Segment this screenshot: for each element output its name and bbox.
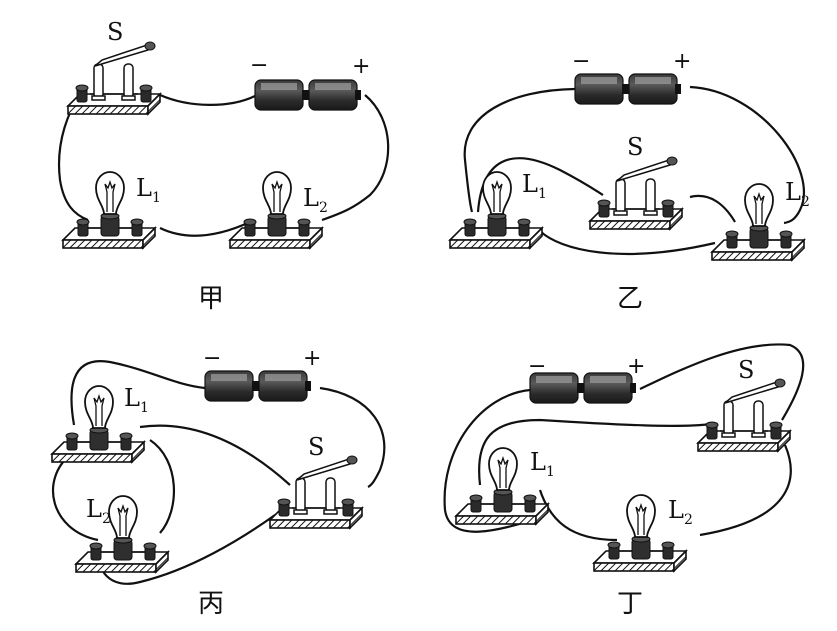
battery-plus-sign: + xyxy=(627,354,645,379)
switch-label: S xyxy=(107,18,123,46)
panel-yi: S − + L1 L2 乙 xyxy=(450,49,810,314)
lamp1-label: L1 xyxy=(522,170,547,202)
caption-jia: 甲 xyxy=(198,284,224,314)
switch-label: S xyxy=(308,433,324,461)
switch-s[interactable] xyxy=(68,42,160,114)
switch-s[interactable] xyxy=(698,379,790,451)
lamp1-label: L1 xyxy=(136,174,161,206)
panel-jia: S − + L1 L2 甲 xyxy=(57,18,390,314)
lamp2-label: L2 xyxy=(86,495,111,527)
caption-yi: 乙 xyxy=(617,284,643,314)
switch-label: S xyxy=(738,356,754,384)
switch-s[interactable] xyxy=(590,157,682,229)
battery-minus-sign: − xyxy=(250,53,268,78)
battery-plus-sign: + xyxy=(303,346,321,371)
caption-bing: 丙 xyxy=(198,589,224,619)
lamp2-label: L2 xyxy=(785,178,810,210)
switch-s[interactable] xyxy=(270,456,362,528)
panel-bing: S − + L1 L2 丙 xyxy=(52,346,386,619)
battery-pack xyxy=(574,73,682,105)
battery-pack xyxy=(254,79,362,111)
panel-ding: S − + L1 L2 丁 xyxy=(443,343,805,619)
lamp2-label: L2 xyxy=(303,184,328,216)
lamp2-label: L2 xyxy=(668,496,693,528)
battery-pack xyxy=(204,370,312,402)
battery-minus-sign: − xyxy=(528,354,546,379)
switch-label: S xyxy=(627,133,643,161)
battery-plus-sign: + xyxy=(352,54,370,79)
battery-plus-sign: + xyxy=(673,49,691,74)
lamp1-label: L1 xyxy=(530,448,555,480)
wires xyxy=(443,343,805,542)
battery-minus-sign: − xyxy=(203,346,221,371)
caption-ding: 丁 xyxy=(617,589,643,619)
battery-minus-sign: − xyxy=(572,49,590,74)
lamp1-label: L1 xyxy=(124,384,149,416)
wires xyxy=(52,360,386,585)
